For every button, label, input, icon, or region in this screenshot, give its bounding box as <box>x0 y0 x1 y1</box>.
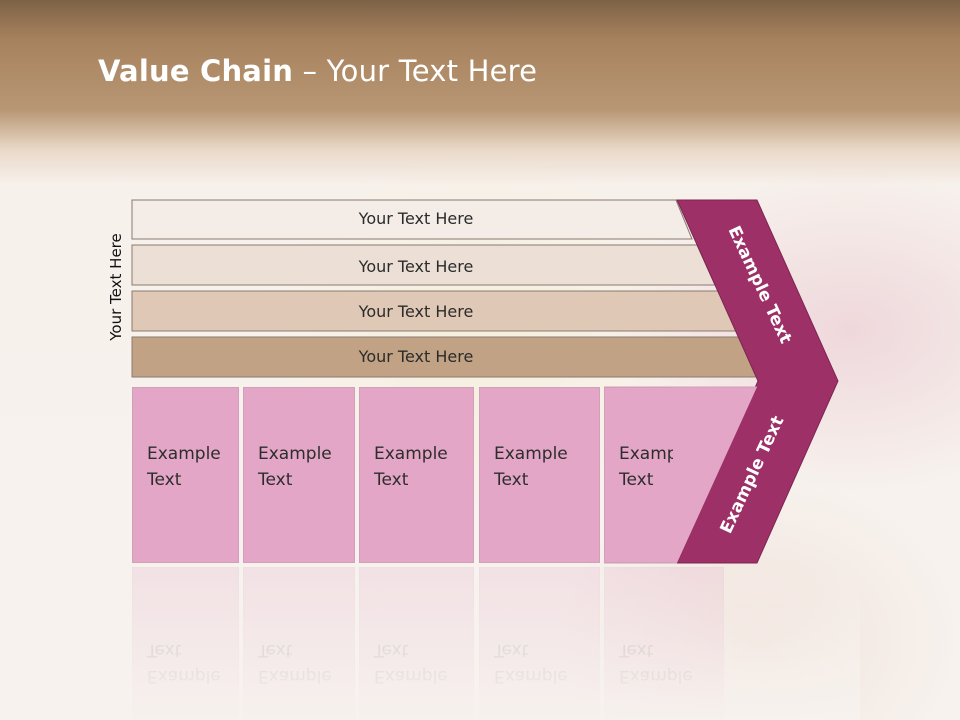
support-band-label: Your Text Here <box>358 347 474 366</box>
support-band: Your Text Here <box>131 244 716 286</box>
slide-title: Value Chain – Your Text Here <box>98 54 537 88</box>
margin-chevron-shape <box>676 199 839 564</box>
support-band-label: Your Text Here <box>358 302 474 321</box>
support-band-label: Your Text Here <box>358 257 474 276</box>
support-band: Your Text Here <box>131 199 693 240</box>
support-band: Your Text Here <box>131 290 740 332</box>
primary-activity-cell: Example Text <box>604 387 693 563</box>
margin-chevron: Example Text Example Text <box>676 199 839 564</box>
primary-activity-cell: Example Text <box>132 387 239 563</box>
primary-activity-label: Example Text <box>374 444 448 490</box>
support-band: Your Text Here <box>131 336 764 378</box>
support-band-label: Your Text Here <box>358 209 474 228</box>
support-band-shape <box>131 199 693 240</box>
primary-activity-cell: Example Text <box>359 387 474 563</box>
primary-activity-label: Example Text <box>258 444 332 490</box>
slide-title-bold: Value Chain <box>98 54 294 88</box>
primary-activity-label: Example Text <box>494 444 568 490</box>
primary-activity-cell: Example Text <box>479 387 600 563</box>
primary-activity-label: Example Text <box>147 444 221 490</box>
primary-activity-label: Example Text <box>619 444 693 490</box>
primary-activity-cell: Example Text <box>243 387 355 563</box>
slide-title-rest: – Your Text Here <box>293 54 538 88</box>
